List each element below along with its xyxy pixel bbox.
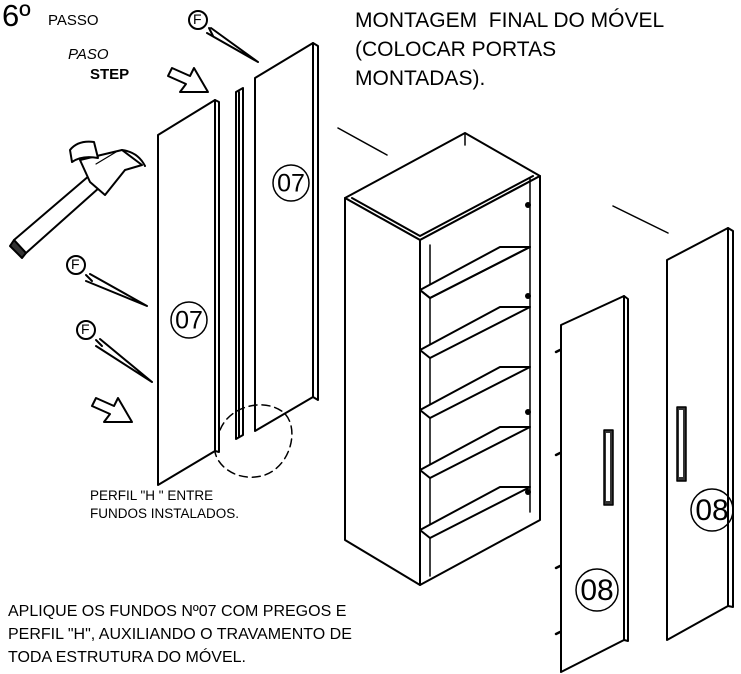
nail-icon xyxy=(188,10,259,63)
perfil-note: PERFIL "H " ENTRE FUNDOS INSTALADOS. xyxy=(90,487,239,523)
arrow-icon xyxy=(91,397,133,423)
instruction-line: PERFIL "H", AUXILIANDO O TRAVAMENTO DE xyxy=(8,626,352,643)
step-title: MONTAGEM FINAL DO MÓVEL (COLOCAR PORTAS … xyxy=(355,6,664,93)
part-label-08: 08 xyxy=(695,494,729,527)
instructions-text: APLIQUE OS FUNDOS Nº07 COM PREGOS E PERF… xyxy=(8,600,352,669)
part-label-07: 07 xyxy=(175,306,203,335)
nail-icon xyxy=(66,255,148,307)
hinge-marks xyxy=(525,202,531,495)
detail-callout-circle xyxy=(214,404,293,478)
nail-icon xyxy=(76,320,153,383)
title-line: MONTADAS). xyxy=(355,67,486,90)
title-line: (COLOCAR PORTAS xyxy=(355,38,557,61)
perfil-note-line: FUNDOS INSTALADOS. xyxy=(90,506,240,521)
step-label-en: STEP xyxy=(90,66,130,83)
step-number: 6º xyxy=(2,0,31,33)
instruction-line: TODA ESTRUTURA DO MÓVEL. xyxy=(8,649,246,666)
guide-line xyxy=(612,205,669,234)
instruction-line: APLIQUE OS FUNDOS Nº07 COM PREGOS E xyxy=(8,603,347,620)
part-label-08: 08 xyxy=(580,574,614,607)
perfil-note-line: PERFIL "H " ENTRE xyxy=(90,488,214,503)
door-back xyxy=(666,227,734,641)
cabinet xyxy=(344,132,541,586)
hammer-icon xyxy=(9,140,146,259)
title-line: MONTAGEM FINAL DO MÓVEL xyxy=(355,9,665,32)
back-panel-right xyxy=(254,42,319,432)
nail-label: F xyxy=(193,11,202,27)
nail-label: F xyxy=(81,321,90,337)
back-panel-left xyxy=(157,99,220,486)
step-label-pt: PASSO xyxy=(48,12,99,29)
h-profile-strip xyxy=(235,87,244,440)
guide-line xyxy=(337,127,388,156)
door-front xyxy=(554,295,629,673)
nail-label: F xyxy=(71,256,80,272)
step-label-es: PASO xyxy=(68,46,109,63)
part-label-07: 07 xyxy=(277,169,305,198)
arrow-icon xyxy=(167,67,209,93)
